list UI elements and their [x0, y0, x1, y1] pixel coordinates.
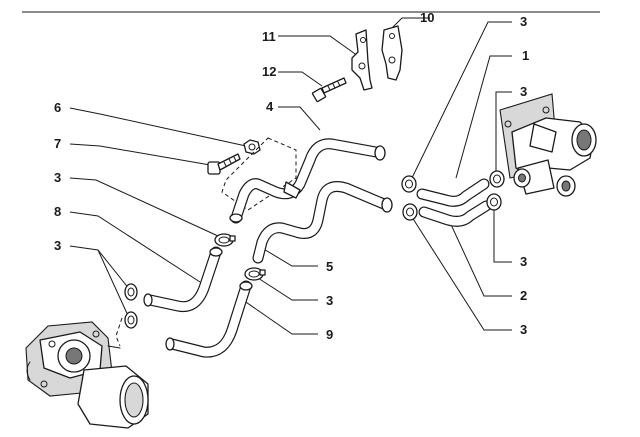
callout-3-bottom-right: 3 — [520, 322, 527, 337]
nut-6-part — [243, 139, 261, 155]
thermostat-housing-part — [499, 93, 597, 197]
callout-3-top-right: 3 — [520, 14, 527, 29]
mounting-outline — [221, 137, 297, 211]
pump-housing-part — [25, 321, 149, 429]
callout-3-upper-left: 3 — [54, 170, 61, 185]
hose-9-part — [165, 280, 253, 358]
bolt-12-part — [311, 77, 347, 103]
clamp-right-lower — [486, 193, 502, 211]
callout-3-left: 3 — [54, 238, 61, 253]
callout-1: 1 — [522, 48, 529, 63]
hose-4-part — [229, 138, 386, 224]
hose-1-part — [416, 178, 490, 207]
clamp-left-upper — [124, 283, 138, 301]
clamp-right-upper — [489, 170, 505, 188]
callout-7: 7 — [54, 136, 61, 151]
clamp-center-upper — [401, 175, 417, 193]
clamp-parts — [124, 170, 505, 329]
hose-5-part — [252, 181, 393, 264]
hose-8-part — [143, 246, 223, 313]
callout-3-right-lower: 3 — [520, 254, 527, 269]
callout-5: 5 — [326, 259, 333, 274]
clamp-left-lower — [124, 311, 138, 329]
callout-2: 2 — [520, 288, 527, 303]
hose-2-part — [418, 200, 492, 227]
callout-3-right: 3 — [520, 84, 527, 99]
bolt-7-part — [207, 153, 241, 175]
bracket-11-part — [351, 29, 373, 91]
callout-12: 12 — [262, 64, 276, 79]
clamp-hose9-upper — [244, 267, 266, 281]
clamp-hose4-lower — [214, 233, 236, 247]
callout-6: 6 — [54, 100, 61, 115]
callout-3-middle: 3 — [326, 293, 333, 308]
callout-10: 10 — [420, 10, 434, 25]
leader-lines — [69, 17, 512, 347]
callout-labels: 11 10 12 4 6 7 3 8 3 5 3 9 3 1 3 3 2 3 — [54, 10, 529, 342]
clamp-center-lower — [402, 203, 418, 221]
callout-8: 8 — [54, 204, 61, 219]
bracket-10-part — [381, 25, 403, 81]
callout-9: 9 — [326, 327, 333, 342]
callout-11: 11 — [262, 29, 276, 44]
callout-4: 4 — [266, 99, 274, 114]
